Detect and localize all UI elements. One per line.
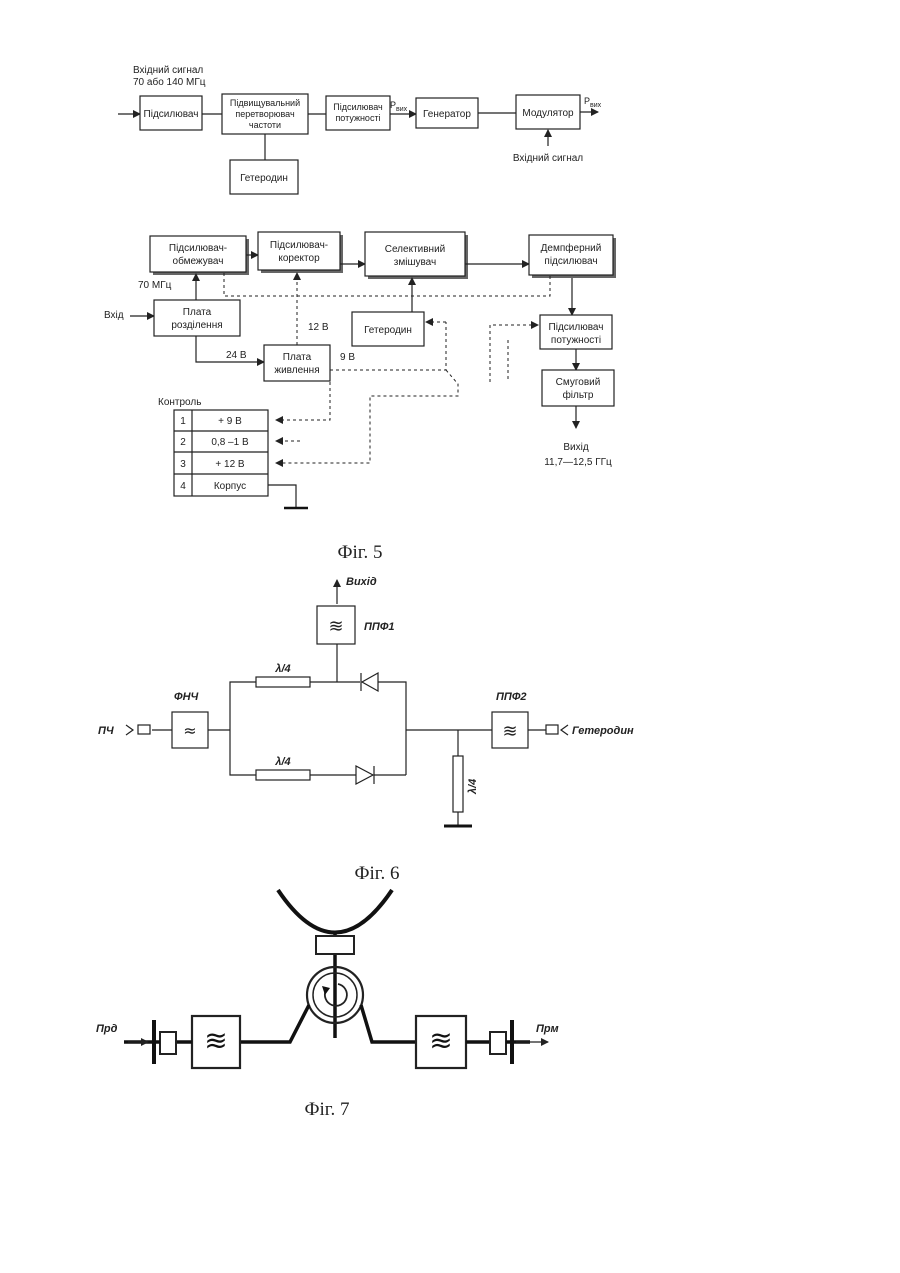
fig5-control-table: 1 + 9 В 2 0,8 –1 В 3 + 12 В 4 Корпус xyxy=(174,410,268,496)
fig5-split-l2: розділення xyxy=(171,320,222,331)
fig5-power-l1: Плата xyxy=(283,352,312,363)
fig6-if-connector-icon xyxy=(126,725,150,735)
fig6-lpf-label: ФНЧ xyxy=(174,691,199,703)
fig5-selmix-l2: змішувач xyxy=(394,257,436,268)
fig6-bpf1-label: ППФ1 xyxy=(364,621,395,633)
control-row-1-val: + 9 В xyxy=(218,416,242,427)
fig5-pamp-l1: Підсилювач xyxy=(333,102,383,112)
control-row-3-val: + 12 В xyxy=(215,459,245,470)
fig5-pout-2: Pвих xyxy=(584,96,602,109)
fig5-limamp-l2: обмежувач xyxy=(173,255,224,267)
fig5-24v-label: 24 В xyxy=(226,350,247,361)
fig5-caption: Фіг. 5 xyxy=(338,542,383,563)
fig6-bpf1-filter-icon: ≋ xyxy=(328,616,343,637)
fig5-upconv-l2: перетворювач xyxy=(235,109,295,119)
fig5-upconv-l1: Підвищувальний xyxy=(230,98,300,108)
fig5-output-l1: Вихід xyxy=(563,442,588,453)
fig5-corramp-l2: коректор xyxy=(278,253,320,264)
fig7-rx-label: Прм xyxy=(536,1023,559,1035)
control-row-3-num: 3 xyxy=(180,459,186,470)
fig5-power-l2: живлення xyxy=(274,365,319,376)
fig6-lambda-top xyxy=(256,677,310,687)
control-row-2-val: 0,8 –1 В xyxy=(211,437,249,448)
fig5-12v-label: 12 В xyxy=(308,322,329,333)
fig5-dampamp-l2: підсилювач xyxy=(544,256,597,267)
fig5-upconv-l3: частоти xyxy=(249,120,281,130)
fig5-limamp-l1: Підсилювач- xyxy=(169,243,227,254)
fig5-dampamp-box xyxy=(529,235,613,275)
fig6-lo-label: Гетеродин xyxy=(572,725,634,737)
fig7-antenna-flange xyxy=(316,936,354,954)
fig6-lpf-filter-icon: ≈ xyxy=(183,721,196,740)
fig5-pamp-l1: Підсилювач xyxy=(549,322,604,333)
fig5-corramp-box xyxy=(258,232,340,270)
fig5-input-label: Вхід xyxy=(104,310,124,321)
fig5-corramp-l1: Підсилювач- xyxy=(270,240,328,251)
fig6-diagram: Вихід ≋ ППФ1 λ/4 λ/4 ФНЧ ≈ ПЧ xyxy=(98,576,634,826)
fig5-gen-label: Генератор xyxy=(423,109,471,120)
fig5-split-l1: Плата xyxy=(183,307,212,318)
fig7-diagram: ≋ Прд ≋ Прм xyxy=(96,890,559,1068)
control-row-4-val: Корпус xyxy=(214,481,246,492)
fig6-caption: Фіг. 6 xyxy=(355,863,400,884)
fig6-lambda-bottom xyxy=(256,770,310,780)
fig5-selmix-l1: Селективний xyxy=(385,244,446,255)
control-row-2-num: 2 xyxy=(180,437,186,448)
fig5-control-label: Контроль xyxy=(158,397,201,408)
fig7-filter-right-icon: ≋ xyxy=(429,1024,452,1057)
fig7-filter-left-icon: ≋ xyxy=(204,1024,227,1057)
fig5-input-label-1: Вхідний сигнал xyxy=(133,65,203,76)
fig5-top-diagram: Вхідний сигнал 70 або 140 МГц Підсилювач… xyxy=(118,65,602,194)
fig6-lo-connector-icon xyxy=(546,725,568,735)
fig5-bpf-l1: Смуговий xyxy=(556,377,601,388)
fig5-lo-label: Гетеродин xyxy=(364,325,412,336)
fig5-mod-input-label: Вхідний сигнал xyxy=(513,153,583,164)
fig5-mhz-label: 70 МГц xyxy=(138,280,172,291)
fig7-tx-label: Прд xyxy=(96,1023,118,1035)
fig7-caption: Фіг. 7 xyxy=(305,1099,350,1120)
fig6-bpf2-label: ППФ2 xyxy=(496,691,527,703)
fig5-9v-label: 9 В xyxy=(340,352,355,363)
fig6-diode-top-icon xyxy=(361,673,378,691)
fig5-pout-1: Pвих xyxy=(390,100,408,113)
fig5-bpf-l2: фільтр xyxy=(563,389,594,401)
fig6-if-label: ПЧ xyxy=(98,725,114,737)
fig5-pamp-l2: потужності xyxy=(551,335,601,346)
fig6-lambda-stub xyxy=(453,756,463,812)
fig6-diode-bottom-icon xyxy=(356,766,374,784)
fig6-output-label: Вихід xyxy=(346,576,377,588)
fig6-lambda-stub-label: λ/4 xyxy=(467,779,479,795)
fig5-output-l2: 11,7—12,5 ГГц xyxy=(544,457,612,468)
fig6-lambda-bottom-label: λ/4 xyxy=(274,756,290,768)
fig6-lambda-top-label: λ/4 xyxy=(274,663,290,675)
fig5-mod-label: Модулятор xyxy=(522,108,574,119)
fig5-dampamp-l1: Демпферний xyxy=(541,242,602,254)
fig7-antenna-dish-icon xyxy=(278,890,392,933)
fig5-bottom-diagram: Підсилювач- обмежувач Підсилювач- корект… xyxy=(104,232,616,508)
control-row-4-num: 4 xyxy=(180,481,186,492)
fig5-amp-label: Підсилювач xyxy=(144,109,199,120)
fig5-pamp-l2: потужності xyxy=(335,113,380,123)
fig5-lo-label: Гетеродин xyxy=(240,173,288,184)
control-row-1-num: 1 xyxy=(180,416,186,427)
fig5-input-label-2: 70 або 140 МГц xyxy=(133,76,206,88)
fig6-bpf2-filter-icon: ≋ xyxy=(502,721,517,742)
